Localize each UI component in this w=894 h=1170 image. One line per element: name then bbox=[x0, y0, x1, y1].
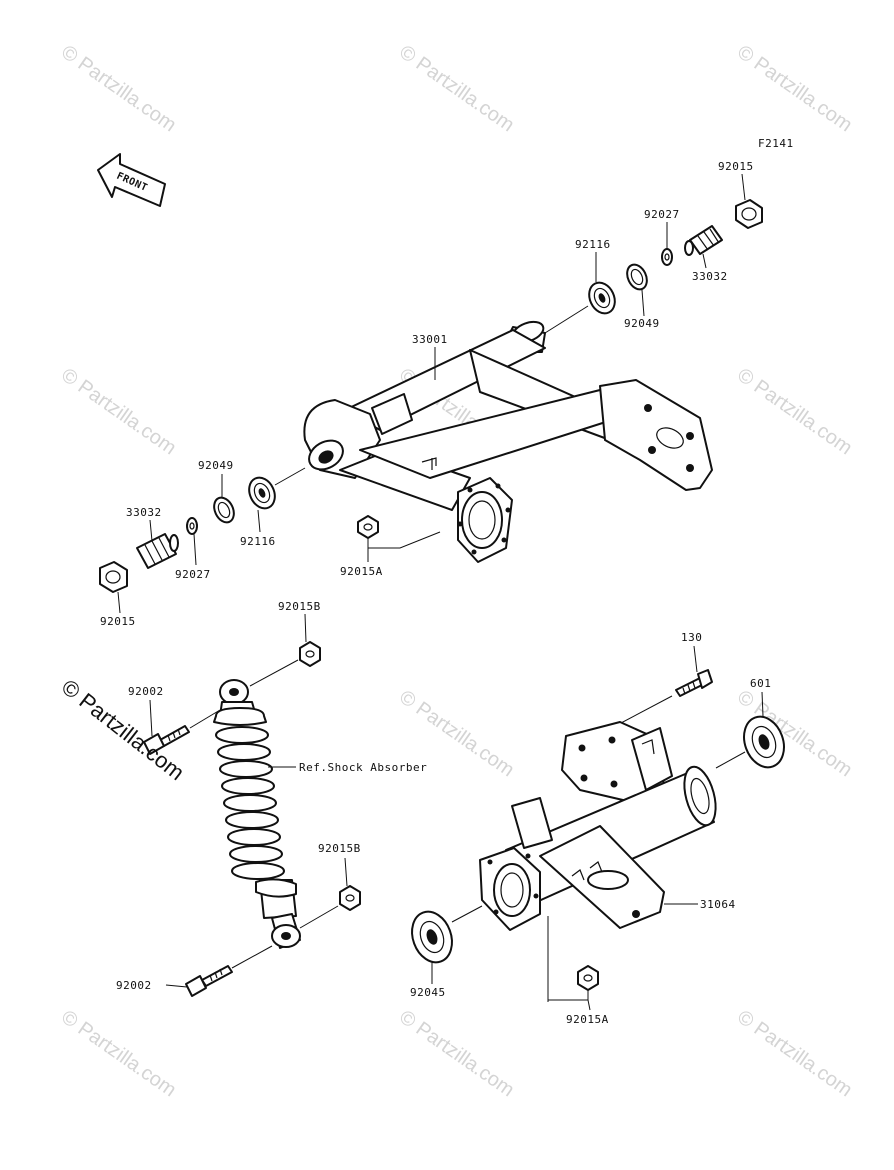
shock-absorber bbox=[213, 679, 301, 949]
watermark: © Partzilla.com bbox=[395, 1006, 518, 1101]
callout-nut-swing-arm: 92015A bbox=[340, 565, 383, 578]
bearing-upper-right bbox=[588, 281, 616, 315]
pivot-shaft-upper-right bbox=[684, 225, 723, 256]
watermark: © Partzilla.com bbox=[733, 364, 856, 459]
bolt-shock-lower bbox=[185, 965, 233, 997]
nut-upper-right bbox=[735, 199, 763, 229]
watermark: © Partzilla.com bbox=[57, 1006, 180, 1101]
callout-swing-arm: 33001 bbox=[412, 333, 448, 346]
watermark: © Partzilla.com bbox=[57, 41, 180, 136]
diagram-code: F2141 bbox=[758, 137, 794, 150]
callout-nut-upper-right: 92015 bbox=[718, 160, 754, 173]
watermark-main: © Partzilla.com bbox=[57, 674, 189, 785]
nut-swing-arm bbox=[357, 515, 379, 539]
callout-seal-upper-right: 92049 bbox=[624, 317, 660, 330]
nut-housing bbox=[577, 965, 599, 991]
watermark: © Partzilla.com bbox=[733, 1006, 856, 1101]
axle-housing bbox=[479, 721, 717, 931]
washer-left bbox=[186, 517, 198, 535]
pivot-shaft-left bbox=[136, 533, 179, 569]
callout-bearing-housing-left: 92045 bbox=[410, 986, 446, 999]
callout-bearing-left: 92116 bbox=[240, 535, 276, 548]
callout-pivot-shaft-left: 33032 bbox=[126, 506, 162, 519]
callout-axle-housing: 31064 bbox=[700, 898, 736, 911]
callout-shock-reference: Ref.Shock Absorber bbox=[299, 761, 427, 774]
swing-arm bbox=[303, 320, 713, 563]
watermark: © Partzilla.com bbox=[395, 41, 518, 136]
callout-nut-shock-upper: 92015B bbox=[278, 600, 321, 613]
bearing-housing-right bbox=[743, 715, 785, 769]
nut-shock-lower bbox=[339, 885, 361, 911]
callout-washer-upper-right: 92027 bbox=[644, 208, 680, 221]
callout-nut-shock-lower: 92015B bbox=[318, 842, 361, 855]
callout-seal-left: 92049 bbox=[198, 459, 234, 472]
callout-bearing-housing-right: 601 bbox=[750, 677, 771, 690]
callout-bolt-shock-lower: 92002 bbox=[116, 979, 152, 992]
callout-nut-left: 92015 bbox=[100, 615, 136, 628]
nut-shock-upper bbox=[299, 641, 321, 667]
seal-left bbox=[213, 496, 235, 524]
seal-upper-right bbox=[626, 263, 648, 291]
nut-left bbox=[99, 561, 128, 593]
callout-nut-housing: 92015A bbox=[566, 1013, 609, 1026]
callout-bolt-shock-upper: 92002 bbox=[128, 685, 164, 698]
callout-bearing-upper-right: 92116 bbox=[575, 238, 611, 251]
bearing-housing-left bbox=[411, 910, 453, 964]
callout-washer-left: 92027 bbox=[175, 568, 211, 581]
washer-upper-right bbox=[661, 248, 673, 266]
front-arrow-icon: FRONT bbox=[97, 153, 166, 207]
callout-pivot-shaft-upper-right: 33032 bbox=[692, 270, 728, 283]
bolt-housing bbox=[675, 669, 713, 697]
watermark: © Partzilla.com bbox=[57, 364, 180, 459]
watermark: © Partzilla.com bbox=[733, 41, 856, 136]
bolt-shock-upper bbox=[143, 725, 190, 755]
callout-bolt-housing: 130 bbox=[681, 631, 702, 644]
bearing-left bbox=[248, 476, 276, 510]
